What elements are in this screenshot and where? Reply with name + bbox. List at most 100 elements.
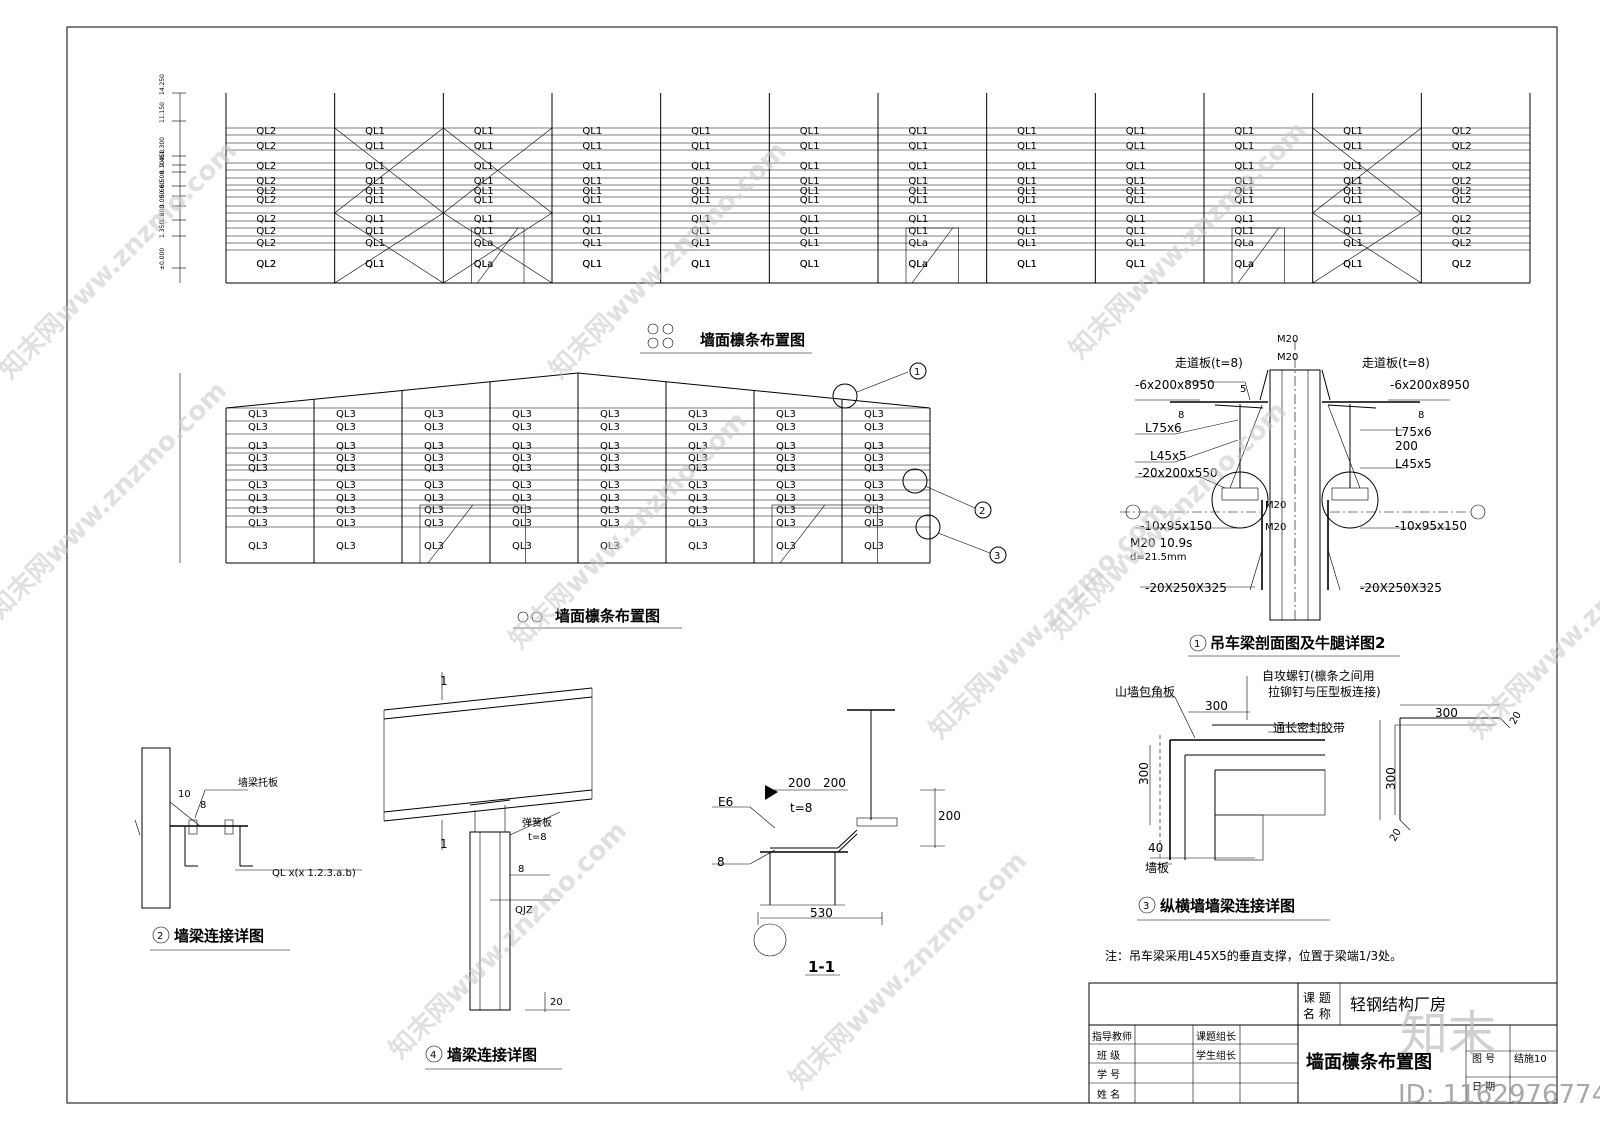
tb-subject-name: 轻钢结构厂房 bbox=[1350, 995, 1446, 1014]
purlin-label: QL3 bbox=[512, 409, 532, 420]
detail-callout-circle bbox=[902, 468, 928, 494]
detail-1-drawing bbox=[1120, 340, 1486, 621]
purlin-label: QL1 bbox=[365, 186, 385, 197]
purlin-label: QL1 bbox=[474, 214, 494, 225]
tb-row-label: 学生组长 bbox=[1196, 1049, 1236, 1062]
purlin-label: QL1 bbox=[365, 195, 385, 206]
purlin-label: QL3 bbox=[600, 480, 620, 491]
purlin-label: QL1 bbox=[1234, 226, 1254, 237]
purlin-label: QL3 bbox=[776, 541, 796, 552]
purlin-label: QL3 bbox=[512, 518, 532, 529]
purlin-label: QL3 bbox=[336, 493, 356, 504]
purlin-label: QL3 bbox=[424, 453, 444, 464]
purlin-label: QL1 bbox=[474, 186, 494, 197]
purlin-label: QL1 bbox=[800, 214, 820, 225]
d4-label: QJZ bbox=[515, 905, 533, 916]
axis-bubble bbox=[647, 337, 659, 349]
callout-3: 3 bbox=[994, 551, 1000, 562]
detail-number-bubble bbox=[152, 926, 170, 944]
watermark-text: 知末网www.znzmo.com bbox=[1064, 116, 1313, 365]
purlin-label: QL3 bbox=[864, 518, 884, 529]
purlin-label: QL3 bbox=[688, 480, 708, 491]
purlin-label: QL3 bbox=[688, 409, 708, 420]
purlin-label: QL3 bbox=[776, 480, 796, 491]
purlin-label: QL2 bbox=[1452, 259, 1472, 270]
purlin-label: QL3 bbox=[424, 463, 444, 474]
purlin-label: QL3 bbox=[424, 505, 444, 516]
purlin-label: QL1 bbox=[582, 195, 602, 206]
purlin-label: QL3 bbox=[600, 493, 620, 504]
d2-label: 墙梁托板 bbox=[238, 776, 278, 789]
purlin-label: QL3 bbox=[424, 409, 444, 420]
purlin-label: QL1 bbox=[1017, 238, 1037, 249]
purlin-label: QL3 bbox=[688, 493, 708, 504]
d4-label: t=8 bbox=[528, 832, 547, 843]
purlin-label: QL1 bbox=[1343, 259, 1363, 270]
purlin-label: QL1 bbox=[582, 238, 602, 249]
purlin-label: QL3 bbox=[512, 493, 532, 504]
callout-leader bbox=[856, 371, 909, 393]
purlin-label: QL3 bbox=[688, 453, 708, 464]
detail-2-title: 墙梁连接详图 bbox=[174, 927, 264, 945]
d4-label: 20 bbox=[550, 997, 563, 1008]
d3-label: 自攻螺钉(檩条之间用 bbox=[1262, 668, 1375, 683]
purlin-label: QL3 bbox=[776, 518, 796, 529]
purlin-label: QL3 bbox=[776, 409, 796, 420]
purlin-label: QL1 bbox=[691, 259, 711, 270]
purlin-label: QL1 bbox=[1343, 161, 1363, 172]
elevation-tick-label: 1.800 bbox=[159, 205, 166, 222]
purlin-label: QL1 bbox=[1126, 226, 1146, 237]
purlin-label: QL3 bbox=[512, 441, 532, 452]
axis-bubble bbox=[647, 323, 659, 335]
d3-label: 300 bbox=[1435, 706, 1458, 720]
detail-callout-circle bbox=[915, 514, 941, 540]
tb-row-label: 学 号 bbox=[1097, 1068, 1120, 1081]
tb-subject-label: 名 称 bbox=[1303, 1006, 1331, 1021]
purlin-label: QL2 bbox=[256, 238, 276, 249]
purlin-label: QL2 bbox=[256, 141, 276, 152]
watermark-text: 知末网www.znzmo.com bbox=[1464, 496, 1600, 745]
purlin-label: QL1 bbox=[691, 186, 711, 197]
purlin-label: QL1 bbox=[691, 238, 711, 249]
d1-label: 8 bbox=[1418, 410, 1424, 421]
d1-label: M20 bbox=[1265, 500, 1286, 511]
purlin-label: QL2 bbox=[256, 259, 276, 270]
purlin-label: QLa bbox=[908, 259, 928, 270]
purlin-label: QLa bbox=[474, 259, 494, 270]
d1-label: -20X250X325 bbox=[1360, 581, 1442, 595]
crane-brace-note: 注：吊车梁采用L45X5的垂直支撑，位置于梁端1/3处。 bbox=[1105, 948, 1402, 963]
tb-row-label: 班 级 bbox=[1097, 1050, 1120, 1062]
purlin-label: QL1 bbox=[800, 161, 820, 172]
tb-row-label: 姓 名 bbox=[1097, 1088, 1120, 1101]
s11-label: 530 bbox=[810, 906, 833, 920]
purlin-label: QL1 bbox=[1017, 126, 1037, 137]
watermark-text: 知末网www.znzmo.com bbox=[924, 496, 1173, 745]
purlin-label: QL1 bbox=[474, 226, 494, 237]
purlin-label: QL1 bbox=[800, 186, 820, 197]
purlin-label: QL3 bbox=[336, 463, 356, 474]
elevation-tick-label: 3.000 bbox=[159, 191, 166, 208]
d1-label: M20 bbox=[1277, 352, 1298, 363]
purlin-label: QL1 bbox=[582, 226, 602, 237]
tb-row-label: 课题组长 bbox=[1196, 1030, 1236, 1043]
purlin-label: QL1 bbox=[1234, 186, 1254, 197]
purlin-label: QL1 bbox=[1126, 186, 1146, 197]
purlin-label: QL1 bbox=[1234, 176, 1254, 187]
purlin-label: QL1 bbox=[908, 214, 928, 225]
purlin-label: QL3 bbox=[688, 422, 708, 433]
purlin-label: QL1 bbox=[582, 176, 602, 187]
purlin-label: QL3 bbox=[600, 453, 620, 464]
purlin-label: QL2 bbox=[256, 126, 276, 137]
elevation-tick-label: 8.100 bbox=[159, 157, 166, 174]
purlin-label: QL3 bbox=[248, 422, 268, 433]
watermark-text: 知末网www.znzmo.com bbox=[0, 376, 233, 625]
purlin-label: QL1 bbox=[1126, 161, 1146, 172]
purlin-label: QL3 bbox=[336, 441, 356, 452]
d4-label: 1 bbox=[440, 674, 448, 688]
watermark-text: 知末网www.znzmo.com bbox=[384, 816, 633, 1065]
bracing-line bbox=[443, 127, 553, 214]
purlin-label: QL2 bbox=[256, 161, 276, 172]
purlin-label: QL1 bbox=[691, 226, 711, 237]
purlin-label: QL3 bbox=[864, 422, 884, 433]
purlin-label: QL3 bbox=[248, 441, 268, 452]
